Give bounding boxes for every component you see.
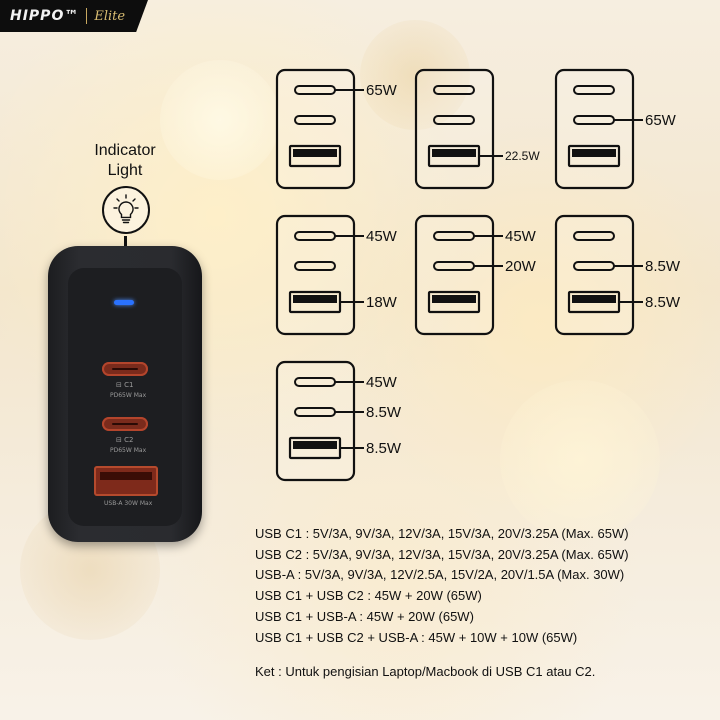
wattage-label: 45W <box>366 374 398 391</box>
spec-line: USB C1 + USB-A : 45W + 20W (65W) <box>255 608 474 624</box>
config-box <box>275 360 356 482</box>
wattage-label: 18W <box>366 294 398 311</box>
brand-logo: HIPPO™ <box>10 8 80 24</box>
spec-line: USB C1 + USB C2 + USB-A : 45W + 10W + 10… <box>255 629 578 645</box>
indicator-led <box>114 300 134 305</box>
wattage-label: 22.5W <box>505 149 540 163</box>
usb-c2-port-icon <box>433 115 475 125</box>
port-configuration-diagrams: 65W 22.5W 65W 45W 18W 45W 20W 8.5W 8.5W 45W 8.5W 8.… <box>275 68 681 482</box>
wattage-label: 8.5W <box>645 258 681 275</box>
usb-c2-port-spec: PD65W Max <box>110 447 147 454</box>
config-box <box>414 214 495 336</box>
usb-c2-port <box>102 417 148 431</box>
usb-a-port-spec: USB-A 30W Max <box>104 500 153 507</box>
usb-a-port-contacts <box>293 149 337 157</box>
spec-line: USB C1 : 5V/3A, 9V/3A, 12V/3A, 15V/3A, 2… <box>255 526 629 541</box>
wattage-label: 65W <box>645 112 677 129</box>
config-box <box>414 68 495 190</box>
wattage-label: 8.5W <box>366 440 402 457</box>
config-box <box>275 68 356 190</box>
config-box <box>275 214 356 336</box>
config-box <box>554 68 635 190</box>
indicator-label-line2: Light <box>107 162 143 179</box>
wattage-label: 45W <box>505 228 537 245</box>
usb-a-port-icon <box>288 144 342 168</box>
usb-a-port-contacts <box>293 441 337 449</box>
indicator-label-line1: Indicator <box>94 142 156 159</box>
usb-a-port-contacts <box>572 149 616 157</box>
usb-c2-port-label: ⊟ C2 <box>116 436 134 444</box>
usb-c2-port-icon <box>294 261 336 271</box>
brand-subtitle: Elite <box>94 8 126 24</box>
usb-c1-port-icon <box>573 85 615 95</box>
wattage-label: 65W <box>366 82 398 99</box>
usb-c1-port-label-text: C1 <box>124 381 134 389</box>
usb-c1-port-label: ⊟ C1 <box>116 381 134 389</box>
brand-divider <box>86 8 88 24</box>
spec-line: USB C2 : 5V/3A, 9V/3A, 12V/3A, 15V/3A, 2… <box>255 546 629 562</box>
config-box <box>554 214 635 336</box>
usb-a-port-contacts <box>572 295 616 303</box>
usb-c1-port-spec: PD65W Max <box>110 392 147 399</box>
usb-a-port-contacts <box>432 149 476 157</box>
usb-c1-port-icon <box>573 231 615 241</box>
brand-header: HIPPO™ Elite <box>0 0 148 32</box>
usb-c1-port <box>102 362 148 376</box>
usb-a-port-icon <box>567 144 621 168</box>
wattage-label: 45W <box>366 228 398 245</box>
spec-line: USB C1 + USB C2 : 45W + 20W (65W) <box>255 588 482 604</box>
spec-list: USB C1 : 5V/3A, 9V/3A, 12V/3A, 15V/3A, 2… <box>255 524 629 648</box>
usb-c1-port-icon <box>433 85 475 95</box>
wattage-label: 20W <box>505 258 537 275</box>
usb-a-port-icon <box>427 290 481 314</box>
usb-c2-port-label-text: C2 <box>124 436 134 444</box>
usage-note: Ket : Untuk pengisian Laptop/Macbook di … <box>255 664 596 679</box>
usb-a-port-contacts <box>293 295 337 303</box>
wattage-label: 8.5W <box>366 404 402 421</box>
usb-a-port-contacts <box>432 295 476 303</box>
lightbulb-icon <box>102 186 150 234</box>
usb-c2-port-icon <box>294 115 336 125</box>
wattage-label: 8.5W <box>645 294 681 311</box>
indicator-label: Indicator Light <box>70 141 180 181</box>
usb-a-port <box>94 466 158 496</box>
spec-line: USB-A : 5V/3A, 9V/3A, 12V/2.5A, 15V/2A, … <box>255 567 625 583</box>
